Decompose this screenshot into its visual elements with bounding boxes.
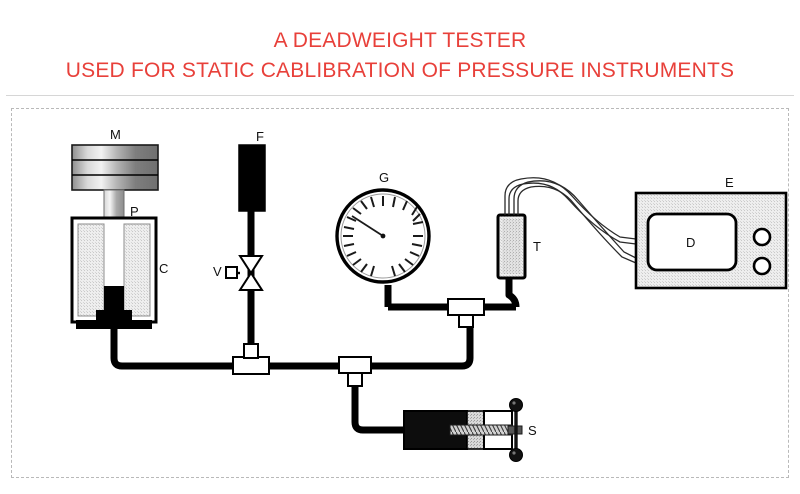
- label-E: E: [725, 175, 734, 190]
- label-D: D: [686, 235, 696, 250]
- label-V: V: [213, 264, 222, 279]
- label-G: G: [379, 170, 390, 185]
- label-M: M: [110, 127, 121, 142]
- diagram-frame: [11, 108, 789, 478]
- label-S: S: [528, 423, 537, 438]
- title-line-1: A DEADWEIGHT TESTER: [273, 29, 527, 52]
- label-T: T: [533, 239, 541, 254]
- label-C: C: [159, 261, 169, 276]
- label-F: F: [256, 129, 264, 144]
- title-divider: [6, 95, 794, 96]
- page-title: A DEADWEIGHT TESTER USED FOR STATIC CABL…: [0, 0, 800, 96]
- label-P: P: [130, 204, 139, 219]
- title-line-2: USED FOR STATIC CABLIBRATION OF PRESSURE…: [65, 59, 735, 82]
